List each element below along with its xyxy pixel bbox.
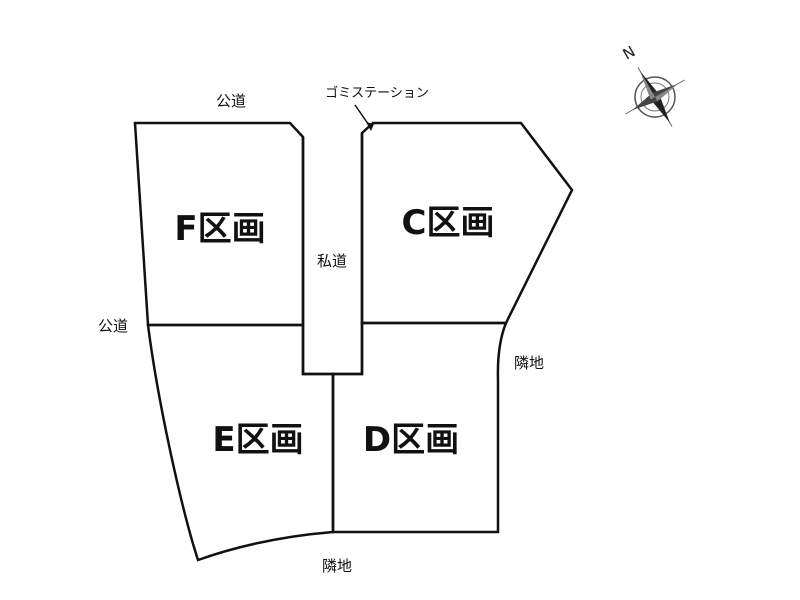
lot-e-label: E区画: [212, 420, 303, 460]
neighbor-land-right-label: 隣地: [514, 354, 544, 372]
lot-outlines: [133, 121, 574, 562]
lot-d-label: D区画: [363, 420, 459, 460]
compass-rose-icon: [625, 67, 685, 127]
private-road-label: 私道: [317, 252, 347, 270]
lot-d-outline: [331, 321, 508, 534]
lot-e-outline: [146, 323, 335, 562]
lot-f-label: F区画: [174, 209, 265, 249]
lot-c-label: C区画: [402, 203, 495, 243]
compass-north-letter: N: [620, 42, 639, 63]
public-road-top-label: 公道: [216, 92, 246, 110]
public-road-left-label: 公道: [98, 317, 128, 335]
garbage-station-pointer: [354, 104, 374, 131]
garbage-station-label: ゴミステーション: [325, 85, 429, 101]
neighbor-land-bottom-label: 隣地: [322, 557, 352, 575]
